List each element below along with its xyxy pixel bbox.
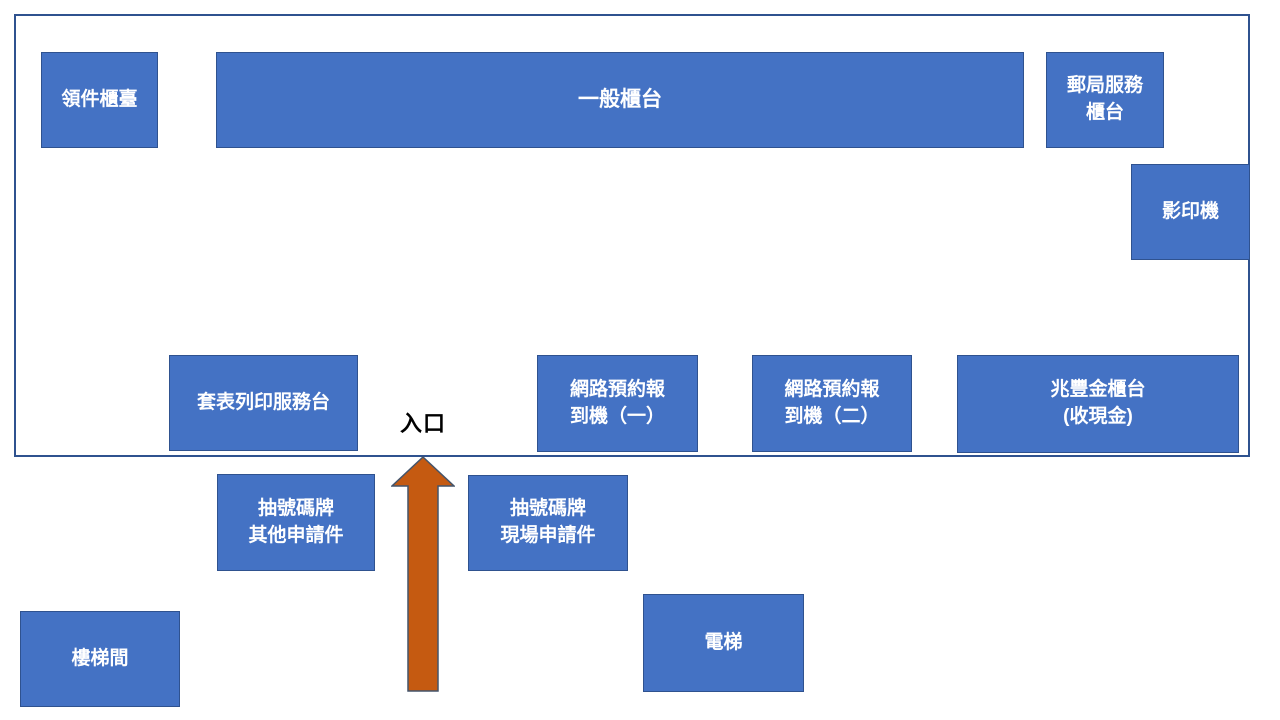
box-photocopier: 影印機 xyxy=(1131,164,1250,260)
box-general-counter: 一般櫃台 xyxy=(216,52,1024,148)
entrance-up-arrow-icon xyxy=(391,456,455,692)
entrance-label: 入口 xyxy=(399,411,446,436)
box-form-printing-service-desk: 套表列印服務台 xyxy=(169,355,358,451)
box-pickup-counter: 領件櫃臺 xyxy=(41,52,158,148)
box-form-printing-service-desk-label: 套表列印服務台 xyxy=(196,391,330,413)
box-stairwell-label: 樓梯間 xyxy=(71,647,129,669)
box-online-reservation-checkin-1: 網路預約報 到機（一） xyxy=(537,355,698,452)
box-post-office-counter-label: 郵局服務 櫃台 xyxy=(1066,75,1143,123)
box-online-reservation-checkin-1-label: 網路預約報 到機（一） xyxy=(569,378,665,427)
box-elevator-label: 電梯 xyxy=(704,631,743,653)
box-elevator: 電梯 xyxy=(643,594,804,692)
box-online-reservation-checkin-2: 網路預約報 到機（二） xyxy=(752,355,912,452)
box-mega-bank-counter: 兆豐金櫃台 (收現金) xyxy=(957,355,1239,453)
box-ticket-machine-other-applications-label: 抽號碼牌 其他申請件 xyxy=(248,497,344,546)
box-stairwell: 樓梯間 xyxy=(20,611,180,707)
box-online-reservation-checkin-2-label: 網路預約報 到機（二） xyxy=(784,378,880,427)
box-ticket-machine-onsite-applications-label: 抽號碼牌 現場申請件 xyxy=(500,498,596,546)
box-general-counter-label: 一般櫃台 xyxy=(578,88,662,112)
box-ticket-machine-onsite-applications: 抽號碼牌 現場申請件 xyxy=(468,475,628,571)
box-mega-bank-counter-label: 兆豐金櫃台 (收現金) xyxy=(1050,379,1146,427)
box-ticket-machine-other-applications: 抽號碼牌 其他申請件 xyxy=(217,474,375,571)
box-post-office-counter: 郵局服務 櫃台 xyxy=(1046,52,1164,148)
box-photocopier-label: 影印機 xyxy=(1161,200,1219,222)
box-pickup-counter-label: 領件櫃臺 xyxy=(61,88,138,110)
